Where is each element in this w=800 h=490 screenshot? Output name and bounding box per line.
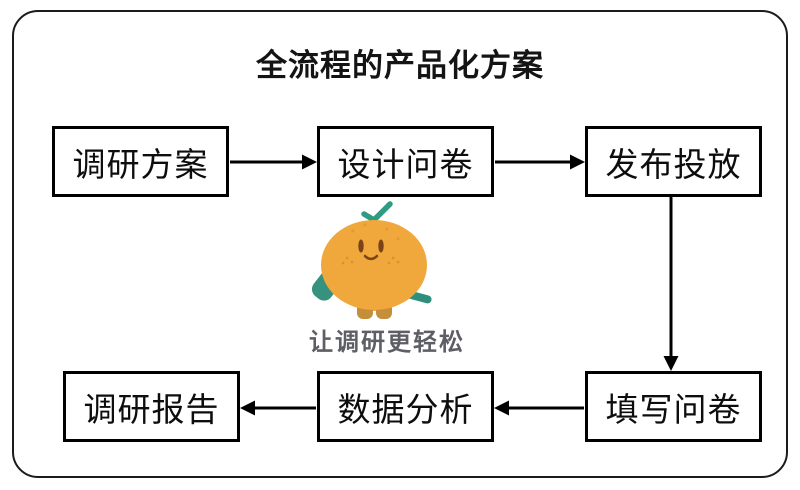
flow-node-label: 调研报告 <box>83 390 220 428</box>
flow-node-label: 填写问卷 <box>605 390 742 428</box>
flow-node-fill-questionnaire: 填写问卷 <box>585 371 762 442</box>
flow-node-research-report: 调研报告 <box>63 371 240 442</box>
flow-node-label: 发布投放 <box>605 145 742 183</box>
flow-node-publish-distribute: 发布投放 <box>585 126 762 197</box>
flow-node-label: 设计问卷 <box>337 145 474 183</box>
orange-mascot-icon <box>303 201 448 323</box>
flow-node-data-analysis: 数据分析 <box>317 371 494 442</box>
flow-node-label: 数据分析 <box>337 390 474 428</box>
flow-node-design-questionnaire: 设计问卷 <box>317 126 494 197</box>
mascot-slogan: 让调研更轻松 <box>309 329 465 356</box>
diagram-title: 全流程的产品化方案 <box>256 48 544 83</box>
flow-node-research-plan: 调研方案 <box>52 126 229 197</box>
flow-node-label: 调研方案 <box>72 145 209 183</box>
